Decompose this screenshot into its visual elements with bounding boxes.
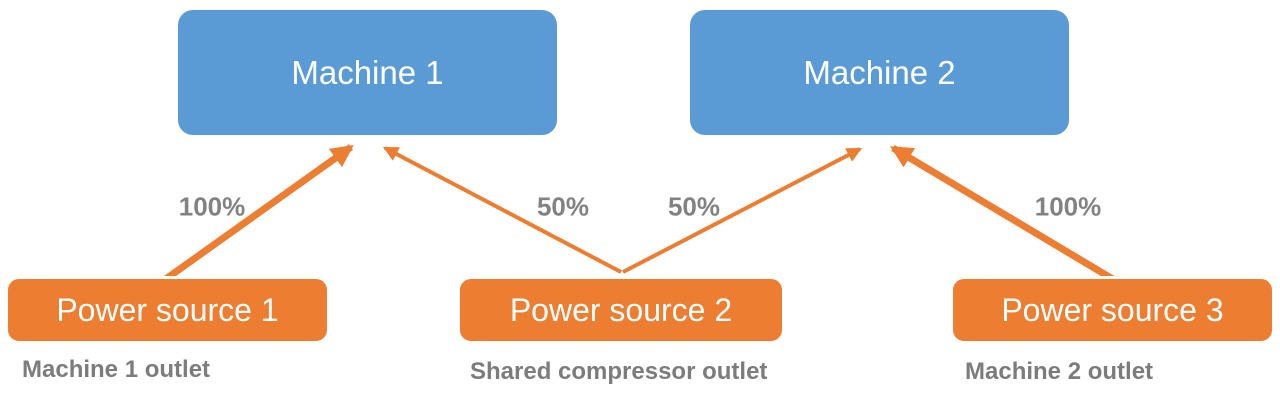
outlet-caption-1: Machine 1 outlet [22,356,211,383]
connection-percent-ps2-m1: 50% [536,191,590,222]
power-source-1-label: Power source 1 [56,291,279,328]
power-source-2-box: Power source 2 [457,276,785,344]
arrow-ps3-to-machine2 [890,144,1118,285]
power-source-3-label: Power source 3 [1001,291,1224,328]
power-source-1-box: Power source 1 [5,276,330,344]
power-source-2-label: Power source 2 [509,291,733,328]
machine-2-label: Machine 2 [803,53,956,91]
connection-percent-ps3-m2: 100% [1034,191,1102,222]
outlet-caption-3: Machine 2 outlet [965,358,1154,385]
connection-percent-ps1-m1: 100% [178,191,246,222]
machine-1-box: Machine 1 [175,7,560,138]
outlet-caption-2: Shared compressor outlet [470,358,768,385]
arrow-ps2-to-machine1 [382,146,622,274]
arrow-ps1-to-machine1 [160,144,354,284]
connection-percent-ps2-m2: 50% [667,191,721,222]
machine-1-label: Machine 1 [291,53,444,91]
machine-2-box: Machine 2 [687,7,1072,138]
power-source-3-box: Power source 3 [950,276,1275,344]
arrow-ps2-to-machine2 [622,147,863,274]
